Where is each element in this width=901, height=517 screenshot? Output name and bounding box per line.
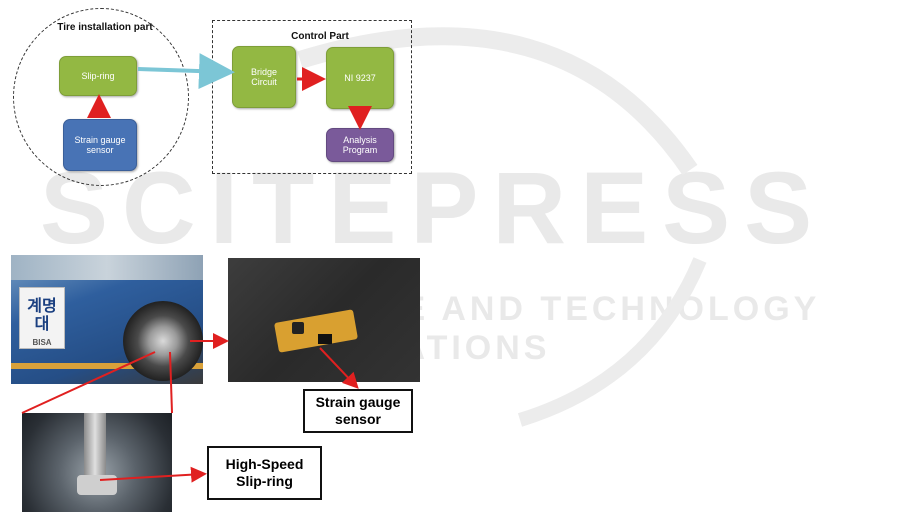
arrow-slipring-to-callout: [100, 474, 203, 480]
arrow-gauge-to-callout: [320, 348, 356, 386]
line-zoom-right: [170, 352, 172, 413]
arrow-slipring-to-bridge: [138, 69, 227, 72]
line-zoom-left: [22, 352, 155, 413]
